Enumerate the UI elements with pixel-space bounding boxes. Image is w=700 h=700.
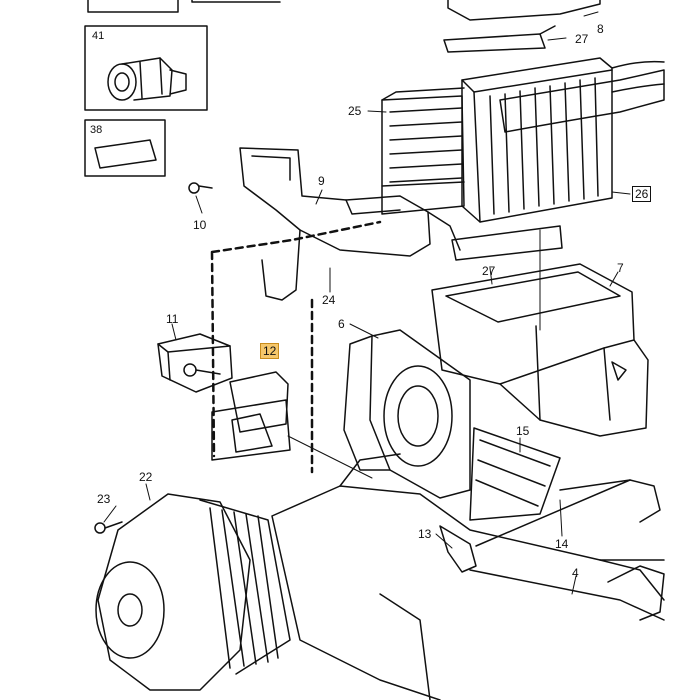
callout-11: 11 bbox=[166, 312, 179, 326]
callout-15: 15 bbox=[516, 424, 530, 438]
callout-9: 9 bbox=[318, 174, 325, 188]
callout-26: 26 bbox=[632, 186, 652, 202]
callout-10: 10 bbox=[193, 218, 207, 232]
callout-25: 25 bbox=[348, 104, 362, 118]
pad-part-drawing bbox=[94, 139, 157, 169]
switch-part-drawing bbox=[107, 57, 187, 101]
heater-core-drawing bbox=[443, 0, 665, 223]
housing-7-drawing bbox=[431, 263, 649, 437]
callout-23: 23 bbox=[97, 492, 111, 506]
inset-label-38: 38 bbox=[90, 124, 103, 136]
leader-lines bbox=[103, 11, 631, 595]
callout-27-mid: 27 bbox=[482, 264, 496, 278]
blower-fan-22-drawing bbox=[95, 493, 291, 691]
callout-27-top: 27 bbox=[575, 32, 589, 46]
inset-box-41 bbox=[84, 25, 208, 111]
dashed-outline bbox=[210, 220, 382, 474]
linkage-rods-drawing bbox=[439, 479, 665, 621]
callout-22: 22 bbox=[139, 470, 153, 484]
inset-box-partial-2 bbox=[191, 0, 281, 3]
lower-housing-4-drawing bbox=[271, 453, 665, 700]
callout-14: 14 bbox=[555, 537, 569, 551]
evaporator-housing-drawing bbox=[381, 87, 465, 215]
callout-24: 24 bbox=[322, 293, 336, 307]
inset-box-38 bbox=[84, 119, 166, 177]
duct-9-drawing bbox=[239, 147, 563, 301]
callout-12-highlighted[interactable]: 12 bbox=[260, 343, 280, 359]
flap-12-drawing bbox=[211, 371, 291, 461]
blower-housing-6-drawing bbox=[343, 329, 471, 499]
screw-10-drawing bbox=[188, 182, 213, 194]
inset-label-41: 41 bbox=[92, 30, 105, 42]
grid-15-drawing bbox=[469, 427, 561, 521]
callout-4: 4 bbox=[572, 566, 579, 580]
callout-8: 8 bbox=[597, 22, 604, 36]
screw-23-drawing bbox=[94, 521, 123, 534]
callout-6: 6 bbox=[338, 317, 345, 331]
callout-7: 7 bbox=[617, 261, 624, 275]
control-11-drawing bbox=[157, 333, 233, 393]
callout-13: 13 bbox=[418, 527, 432, 541]
inset-box-partial bbox=[87, 0, 179, 13]
